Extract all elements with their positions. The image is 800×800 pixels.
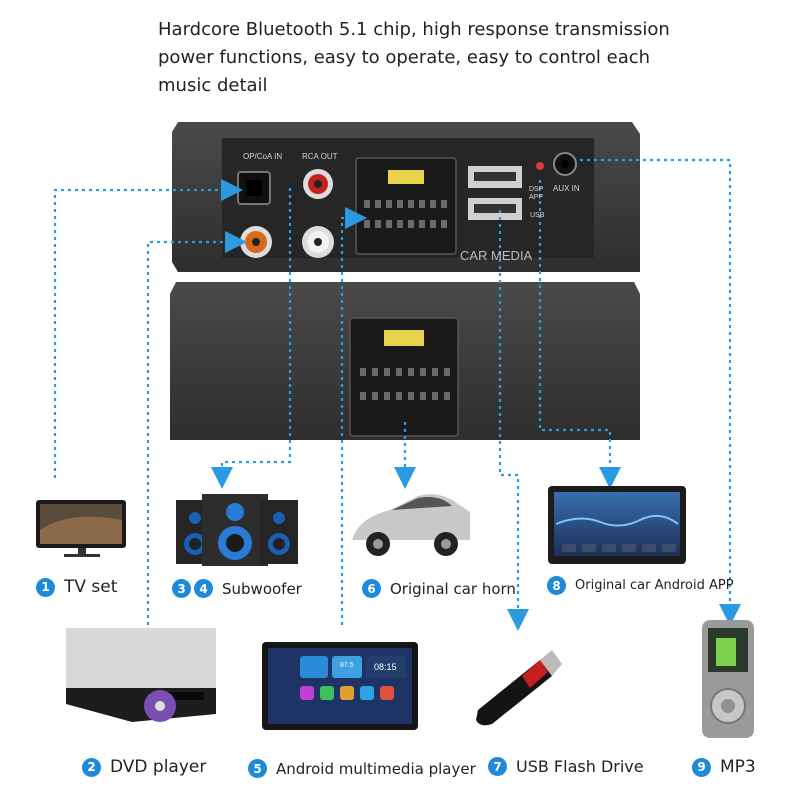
badge-7: 7	[488, 757, 507, 776]
panel-label-usb: USB	[530, 212, 545, 219]
harness-connector-top	[355, 157, 457, 255]
label-original-car-horn: 6 Original car horn	[362, 579, 516, 598]
label-subwoofer-text: Subwoofer	[222, 579, 302, 598]
headline-line-3: music detail	[158, 75, 268, 96]
label-android-multimedia-player-text: Android multimedia player	[276, 759, 476, 778]
label-android-app: 8 Original car Android APP	[547, 576, 734, 595]
headline-line-1: Hardcore Bluetooth 5.1 chip, high respon…	[158, 19, 670, 40]
panel-label-aux-in: AUX IN	[553, 184, 580, 193]
label-tv-set-text: TV set	[64, 577, 118, 597]
line-aux-to-mp3	[580, 158, 741, 626]
badge-9: 9	[692, 757, 711, 777]
device-front-panel	[172, 122, 640, 272]
line-android-player-to-harness	[340, 207, 367, 625]
badge-1: 1	[36, 577, 55, 597]
headline: Hardcore Bluetooth 5.1 chip, high respon…	[158, 16, 718, 100]
car-image	[352, 494, 470, 556]
label-subwoofer: 3 4 Subwoofer	[172, 579, 302, 598]
label-mp3-text: MP3	[720, 757, 756, 777]
line-dsp-to-android-app	[538, 180, 621, 489]
panel-label-op-coa-in: OP/CoA IN	[243, 152, 283, 161]
android-app-screen-image	[548, 486, 686, 564]
label-mp3: 9 MP3	[692, 757, 756, 777]
mp3-player-image	[702, 620, 754, 738]
label-dvd-player-text: DVD player	[110, 757, 207, 777]
usb-flash-drive-image	[476, 650, 562, 726]
badge-5: 5	[248, 759, 267, 778]
label-original-car-horn-text: Original car horn	[390, 579, 516, 598]
dvd-player-image	[66, 628, 216, 722]
label-usb-flash-drive: 7 USB Flash Drive	[488, 757, 644, 776]
headline-line-2: power functions, easy to operate, easy t…	[158, 47, 651, 68]
subwoofer-image	[176, 494, 298, 566]
badge-2: 2	[82, 757, 101, 777]
line-dvd-to-rca	[146, 231, 247, 625]
line-tv-to-optical	[53, 179, 243, 478]
badge-3: 3	[172, 579, 191, 598]
panel-label-rca-out: RCA OUT	[302, 152, 338, 161]
badge-4: 4	[194, 579, 213, 598]
connection-lines	[53, 158, 741, 631]
line-usb-to-flash-drive	[498, 210, 529, 631]
label-dvd-player: 2 DVD player	[82, 757, 206, 777]
line-rca-to-subwoofer	[211, 188, 292, 489]
badge-6: 6	[362, 579, 381, 598]
device-rear-panel	[170, 282, 640, 440]
android-temp: 87.5	[340, 662, 354, 669]
label-android-app-text: Original car Android APP	[575, 578, 734, 593]
label-android-multimedia-player: 5 Android multimedia player	[248, 759, 476, 778]
panel-label-dsp-app: DSP APP	[529, 186, 544, 201]
tv-set-image	[36, 500, 126, 557]
android-multimedia-player-image	[262, 642, 418, 730]
android-clock: 08:15	[374, 662, 397, 672]
label-tv-set: 1 TV set	[36, 577, 117, 597]
label-usb-flash-drive-text: USB Flash Drive	[516, 757, 644, 776]
panel-label-car-media: CAR MEDIA	[460, 248, 533, 263]
badge-8: 8	[547, 576, 566, 595]
